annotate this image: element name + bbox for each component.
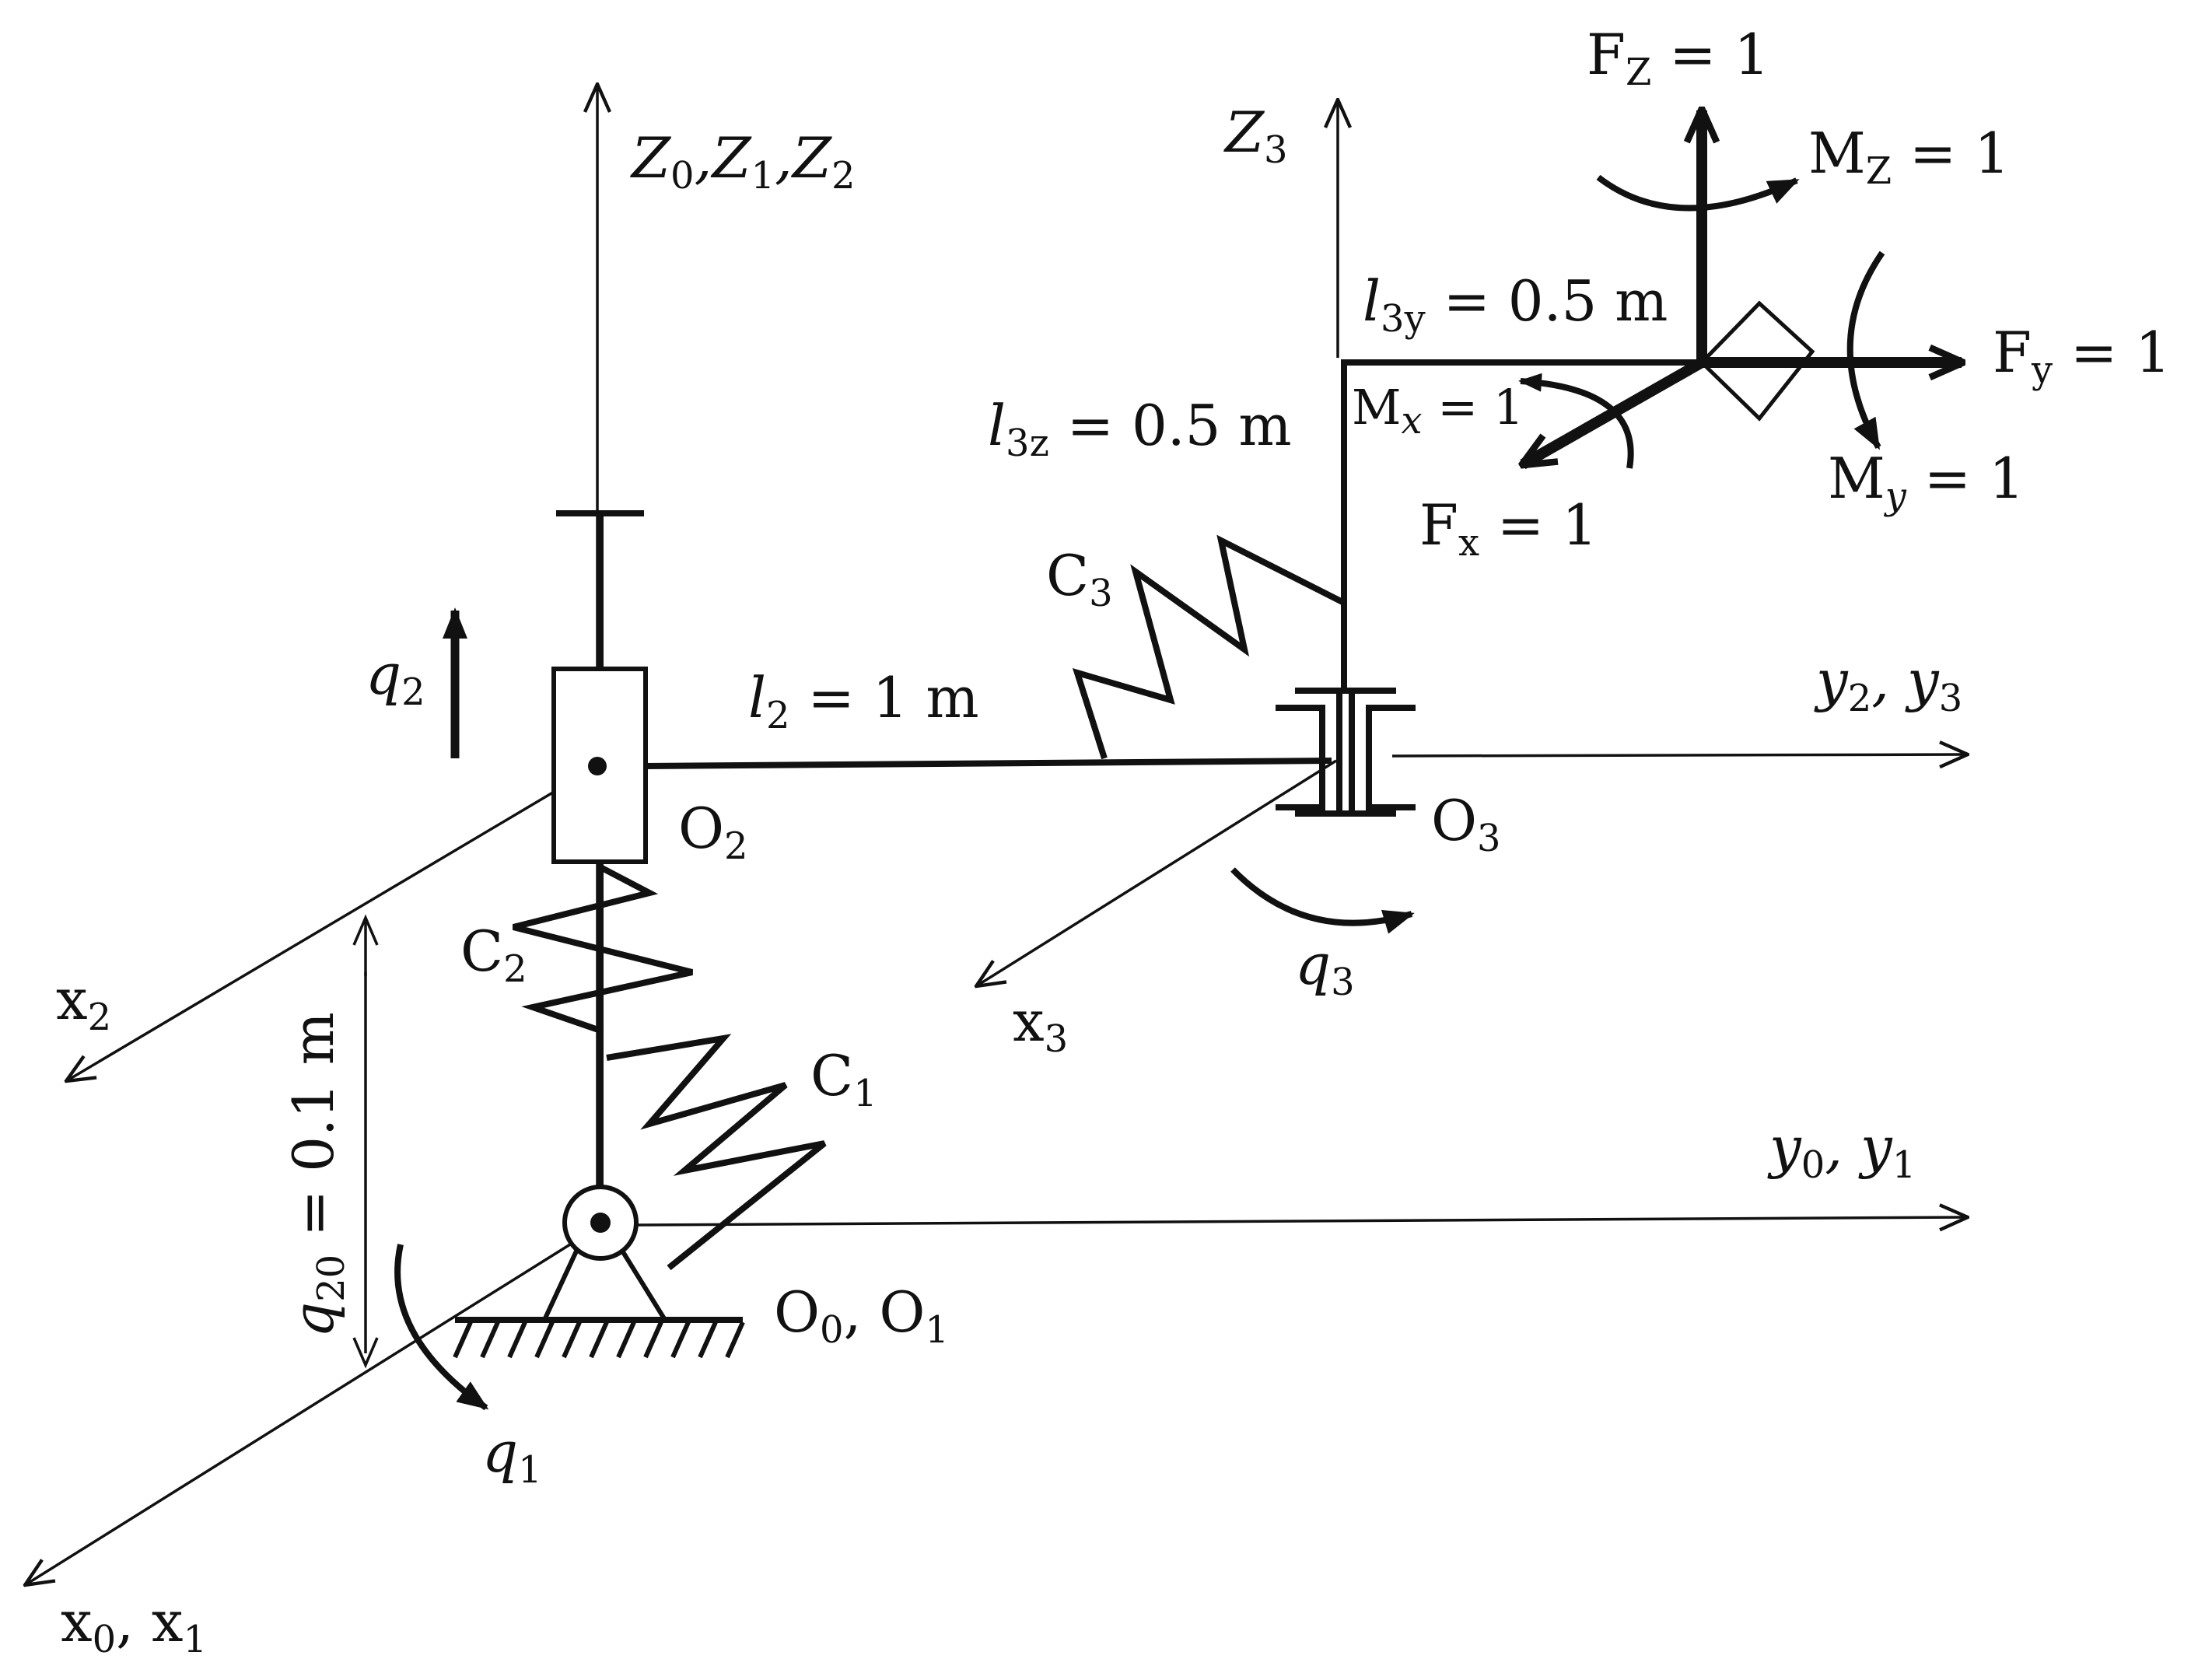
y01-label: y0, y1 [1767,1115,1916,1187]
moment-my-arrow [1846,250,1885,450]
x01-axis [25,1227,596,1585]
mx-label: Mx = 1 [1352,379,1524,443]
x2-axis [66,765,598,1081]
y23-axis [1391,754,1968,756]
q3-label: q3 [1295,932,1355,1004]
y01-axis [637,1217,1968,1225]
o01-label: O0, O1 [774,1279,949,1352]
o2-label: O2 [678,796,748,868]
q20-label: q20 = 0.1 m [281,1012,353,1338]
joint3-bearing [1276,688,1416,817]
z3-label: Z3 [1223,100,1288,172]
x01-label: x0, x1 [61,1589,207,1661]
base-joint-pin [590,1213,611,1233]
spring-c1 [606,1034,827,1271]
q1-label: q1 [482,1419,542,1492]
q1-arrow [394,1244,489,1411]
x3-label: x3 [1013,989,1068,1061]
fz-label: FZ = 1 [1587,22,1769,94]
c1-label: C1 [810,1043,877,1115]
fy-label: Fy = 1 [1993,320,2171,392]
o3-label: O3 [1431,788,1501,860]
y23-label: y2, y3 [1814,648,1962,720]
square-marker [1699,300,1815,422]
link-l2 [645,758,1332,769]
z012-label: Z0,Z1,Z2 [630,125,856,198]
ground-hatching [453,1321,745,1359]
q20-arrowhead-bottom [352,1337,379,1369]
l2-label: l2 = 1 m [748,665,979,737]
x2-label: x2 [56,967,111,1039]
mz-label: MZ = 1 [1808,121,2010,193]
o2-point [588,757,607,775]
x3-axis [976,759,1337,986]
spring-c3 [1072,534,1346,760]
spring-c2 [513,864,693,1034]
my-label: My = 1 [1828,446,2025,518]
moment-mx-arrow [1518,373,1634,469]
moment-mz-arrow [1596,174,1800,212]
fx-label: Fx = 1 [1419,492,1598,565]
q2-label: q2 [366,642,425,714]
c3-label: C3 [1046,543,1113,615]
q3-arrow [1230,867,1415,934]
l3z-label: l3z = 0.5 m [988,393,1292,465]
l3y-label: l3y = 0.5 m [1363,268,1668,341]
c2-label: C2 [460,919,527,991]
